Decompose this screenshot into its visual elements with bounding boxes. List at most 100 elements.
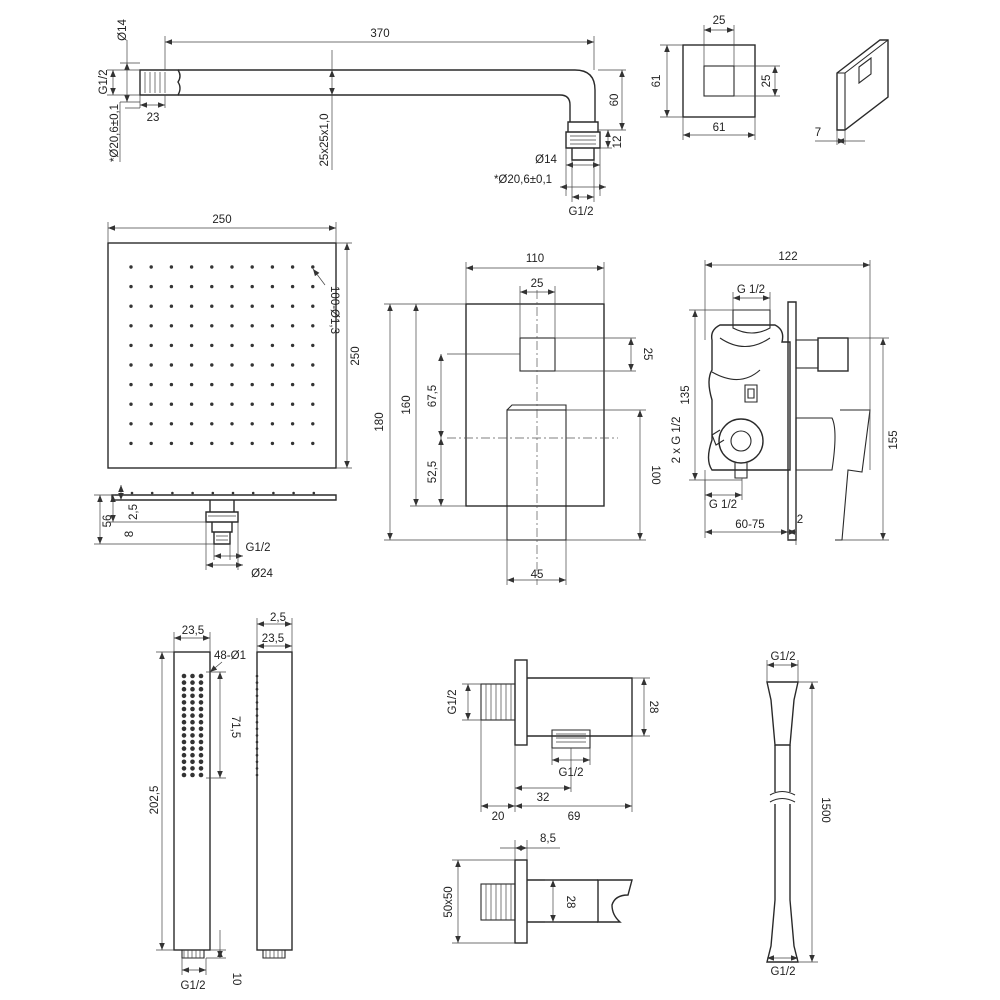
nozzle bbox=[149, 441, 153, 446]
hand-nozzle bbox=[255, 714, 259, 717]
hose-top-fitting bbox=[766, 681, 799, 746]
nozzle bbox=[169, 363, 174, 367]
hand-nozzle bbox=[198, 706, 204, 712]
hand-nozzle bbox=[190, 759, 195, 765]
hand-nozzle bbox=[198, 700, 204, 705]
holder-flange-depth-label: 8,5 bbox=[540, 833, 556, 845]
holder-cradle bbox=[597, 879, 633, 923]
hand-nozzle bbox=[190, 680, 195, 685]
nozzle bbox=[189, 382, 194, 387]
nozzle bbox=[169, 422, 174, 426]
nozzle bbox=[129, 265, 133, 269]
head-nozzles-label: 100-Ø1,3 bbox=[328, 286, 340, 334]
nozzle bbox=[292, 491, 295, 495]
valve-plate-thickness-label: 2 bbox=[797, 514, 803, 526]
nozzle bbox=[230, 304, 234, 308]
hand-nozzle bbox=[190, 713, 195, 718]
arm-nut-height-label: 12 bbox=[612, 136, 624, 149]
nozzle bbox=[250, 382, 254, 387]
arm-length-label: 370 bbox=[370, 28, 389, 40]
nozzle bbox=[290, 284, 295, 289]
nozzle bbox=[290, 265, 295, 269]
nozzle bbox=[189, 441, 194, 446]
nozzle bbox=[169, 343, 174, 348]
hand-side-width-label: 23,5 bbox=[262, 633, 284, 645]
hand-nozzle bbox=[198, 759, 204, 765]
nozzle bbox=[311, 382, 315, 387]
nozzle bbox=[210, 265, 214, 269]
hand-thread-length-label: 10 bbox=[230, 973, 242, 986]
valve-total-height-label: 155 bbox=[888, 430, 900, 449]
hand-nozzle bbox=[198, 673, 204, 679]
nozzle bbox=[311, 343, 315, 348]
nozzle bbox=[169, 324, 174, 328]
hand-shower-view bbox=[156, 618, 293, 975]
valve-bottom-thread-label: G 1/2 bbox=[709, 499, 737, 511]
hand-nozzle bbox=[181, 713, 187, 718]
hand-nozzle bbox=[181, 686, 187, 692]
nozzle bbox=[290, 402, 295, 406]
nozzle bbox=[210, 343, 214, 348]
nozzle bbox=[270, 441, 275, 446]
nozzle bbox=[250, 422, 254, 426]
valve-body bbox=[707, 324, 791, 471]
nozzle bbox=[290, 343, 295, 348]
nozzle bbox=[230, 265, 234, 269]
hand-nozzle bbox=[190, 772, 195, 778]
nozzle bbox=[251, 491, 255, 495]
nozzle bbox=[270, 343, 275, 348]
hand-nozzle bbox=[181, 739, 187, 745]
hand-nozzle bbox=[255, 753, 259, 757]
hand-holder-view bbox=[452, 840, 633, 944]
holder-flange bbox=[514, 859, 528, 944]
nozzle bbox=[189, 324, 194, 328]
shower-head-face bbox=[107, 242, 337, 469]
mixer-plate-height-label: 160 bbox=[401, 395, 413, 414]
mixer-width-label: 110 bbox=[526, 253, 544, 265]
shower-head-side bbox=[111, 494, 337, 501]
nozzle bbox=[290, 363, 295, 367]
hand-nozzle bbox=[190, 700, 195, 705]
nozzle bbox=[270, 382, 275, 387]
nozzle bbox=[290, 304, 295, 308]
valve-width-label: 122 bbox=[778, 251, 797, 263]
nozzle bbox=[149, 324, 153, 328]
nozzle-grid bbox=[129, 265, 315, 446]
nozzle bbox=[150, 491, 154, 495]
hand-width-label: 23,5 bbox=[182, 625, 204, 637]
nozzle bbox=[169, 284, 174, 289]
arm-thread-length-label: 23 bbox=[147, 112, 160, 124]
flange-inner-width-label: 25 bbox=[713, 15, 726, 27]
flange-width-label: 61 bbox=[713, 122, 726, 134]
hose-length-label: 1500 bbox=[819, 797, 831, 823]
arm-body-outline bbox=[139, 69, 181, 96]
hose-bottom-fitting bbox=[766, 899, 799, 963]
nozzle bbox=[230, 324, 234, 328]
hand-nozzle bbox=[181, 680, 187, 685]
hand-nozzle bbox=[198, 733, 204, 738]
hand-thread-label: G1/2 bbox=[181, 980, 206, 992]
hand-nozzle bbox=[190, 766, 195, 771]
nozzle bbox=[230, 343, 234, 348]
nozzle bbox=[312, 491, 316, 495]
hand-nozzle bbox=[198, 686, 204, 692]
elbow-outlet-thread-label: G1/2 bbox=[559, 767, 584, 779]
hand-nozzle bbox=[255, 767, 259, 770]
head-nut-diameter-label: Ø24 bbox=[251, 568, 273, 580]
nozzle bbox=[129, 382, 133, 387]
nozzle bbox=[189, 265, 194, 269]
hand-nozzle bbox=[198, 693, 204, 699]
mixer-knob-width-label: 25 bbox=[531, 278, 544, 290]
hand-nozzle bbox=[190, 719, 195, 725]
nozzle bbox=[129, 324, 133, 328]
hand-nozzle bbox=[190, 752, 195, 758]
hand-nozzle bbox=[255, 720, 259, 724]
hand-nozzle bbox=[190, 746, 195, 751]
flange-plate bbox=[682, 44, 756, 118]
holder-flange-size-label: 50x50 bbox=[443, 886, 455, 917]
hand-nozzle-area-label: 71,5 bbox=[229, 716, 241, 738]
nozzle bbox=[149, 382, 153, 387]
hand-nozzle bbox=[198, 726, 204, 732]
valve-height-label: 135 bbox=[680, 385, 692, 404]
nozzle bbox=[169, 265, 174, 269]
